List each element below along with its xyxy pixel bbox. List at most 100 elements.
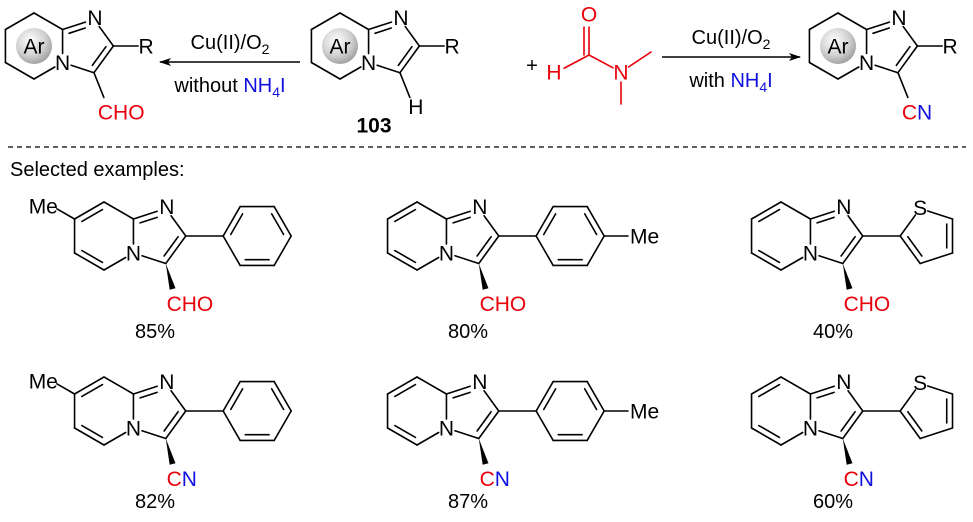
- bond: [141, 254, 167, 265]
- double-bond-inner-line: [229, 213, 244, 236]
- bond: [837, 12, 868, 31]
- bond: [164, 235, 187, 265]
- bond: [61, 21, 87, 31]
- ar-label: Ar: [330, 36, 351, 59]
- imidazole-nitrogen-label: N: [87, 7, 102, 30]
- bond: [483, 214, 500, 237]
- bond: [170, 389, 187, 412]
- bond: [454, 254, 480, 265]
- ar-label: Ar: [828, 36, 849, 59]
- additive-reagent-end: I: [767, 70, 773, 92]
- bond: [750, 376, 782, 395]
- wedge-bond: [842, 263, 853, 290]
- double-bond-inner-line: [542, 213, 557, 236]
- double-bond-inner-line: [758, 383, 781, 398]
- yield-label: 85%: [135, 321, 175, 343]
- nitrile-nitrogen-text: N: [859, 468, 874, 491]
- bond: [808, 61, 839, 80]
- nitrile-nitrogen-text: N: [917, 101, 932, 124]
- dmf-reagent: HON: [546, 4, 652, 105]
- r-group-label: R: [943, 36, 958, 59]
- bond: [586, 410, 605, 442]
- double-bond-inner-line: [583, 213, 598, 236]
- imidazole-nitrogen-label: N: [159, 196, 174, 219]
- bond: [404, 25, 421, 47]
- bond: [865, 21, 891, 31]
- bond: [4, 61, 35, 80]
- double-bond-inner-line: [476, 410, 492, 432]
- wedge-bond: [165, 438, 176, 465]
- imidazole-nitrogen-label: N: [472, 196, 487, 219]
- bond: [899, 389, 917, 412]
- bond: [33, 66, 56, 80]
- bond: [780, 431, 804, 446]
- additive-prefix: without: [173, 75, 243, 97]
- bond: [273, 235, 292, 267]
- nitrile-label: CN: [902, 101, 932, 124]
- bond: [310, 12, 341, 31]
- bridgehead-nitrogen-label: N: [55, 52, 70, 75]
- wedge-bond: [842, 438, 853, 465]
- additive-prefix: with: [688, 70, 730, 92]
- double-bond-inner-line: [758, 424, 781, 439]
- bond: [899, 235, 921, 265]
- bridgehead-nitrogen-label: N: [439, 243, 454, 266]
- bond: [386, 427, 418, 446]
- yield-label: 87%: [448, 491, 488, 513]
- bridgehead-nitrogen-label: N: [859, 52, 874, 75]
- bond: [586, 205, 605, 237]
- bond: [926, 210, 954, 220]
- bond: [750, 427, 782, 446]
- bond: [563, 54, 590, 70]
- bond: [33, 12, 64, 31]
- bond: [808, 12, 839, 31]
- bond: [164, 410, 187, 440]
- bond: [73, 427, 105, 446]
- sulfur-label: S: [913, 372, 927, 395]
- wedge-bond: [478, 438, 489, 465]
- nitrile-carbon-text: C: [167, 468, 182, 491]
- bond: [535, 410, 554, 442]
- nitrile-label: CN: [480, 468, 510, 491]
- bond: [4, 12, 35, 31]
- double-bond-inner-line: [163, 410, 179, 432]
- additive-subscript: 4: [759, 79, 767, 95]
- double-bond-inner-line: [81, 208, 104, 223]
- bond: [445, 385, 472, 395]
- nitrile-carbon-text: C: [902, 101, 917, 124]
- nitrile-carbon-text: C: [844, 468, 859, 491]
- bond: [416, 256, 440, 271]
- double-bond-inner-line: [840, 410, 856, 432]
- double-bond-inner-line: [397, 45, 413, 67]
- formyl-hydrogen-label: H: [546, 62, 561, 85]
- double-bond-inner-line: [163, 235, 179, 257]
- aldehyde-label: CHO: [844, 293, 891, 316]
- sulfur-label: S: [913, 197, 927, 220]
- double-bond-inner-line: [816, 391, 835, 399]
- compound-number-103: 103: [356, 115, 391, 138]
- imidazole-nitrogen-label: N: [472, 371, 487, 394]
- imidazole-nitrogen-label: N: [836, 196, 851, 219]
- double-bond-inner-line: [394, 424, 417, 439]
- nitrile-label: CN: [167, 468, 197, 491]
- catalyst-text: Cu(II)/O2: [692, 27, 771, 52]
- yield-label: 40%: [813, 321, 853, 343]
- bond: [818, 429, 844, 440]
- bond: [477, 410, 500, 440]
- double-bond-inner-line: [907, 235, 923, 257]
- imidazole-nitrogen-label: N: [393, 7, 408, 30]
- bond: [586, 380, 605, 412]
- additive-text: without NH4I: [173, 75, 285, 100]
- bond: [222, 410, 241, 442]
- double-bond-inner-line: [583, 388, 598, 411]
- bond: [750, 252, 782, 271]
- bond: [399, 45, 421, 74]
- bond: [750, 201, 782, 220]
- bond: [483, 389, 500, 412]
- bond: [273, 380, 292, 412]
- bond: [445, 210, 472, 220]
